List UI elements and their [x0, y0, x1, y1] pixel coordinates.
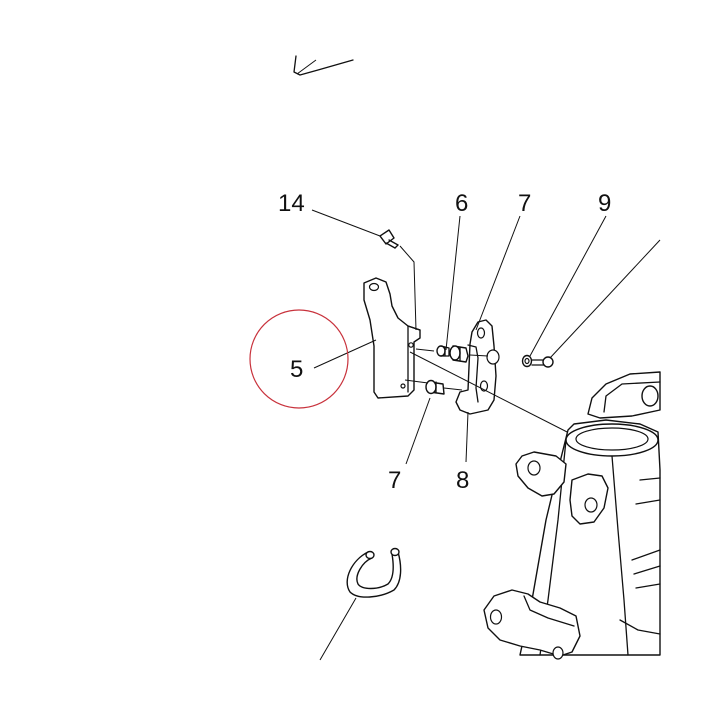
spacer-7-upper	[449, 345, 469, 363]
callout-8: 8	[456, 467, 469, 494]
bolt-14	[379, 229, 399, 249]
nut-6	[436, 345, 450, 357]
plate-8	[455, 319, 500, 415]
washer-9	[521, 354, 533, 368]
callout-6: 6	[455, 190, 468, 217]
leader-lines	[311, 209, 661, 661]
callout-14: 14	[278, 190, 305, 217]
callout-9: 9	[598, 190, 611, 217]
callout-7-bottom: 7	[388, 467, 401, 494]
screw-9	[531, 356, 554, 368]
housing-casting	[483, 371, 661, 660]
highlight-circle	[249, 309, 349, 409]
spring-clip	[346, 547, 402, 598]
bracket-5	[363, 277, 421, 399]
top-fragment	[293, 55, 354, 76]
callout-5: 5	[290, 356, 303, 383]
callout-7-top: 7	[518, 190, 531, 217]
assembly-lines	[399, 245, 576, 437]
spacer-7-lower	[425, 379, 445, 395]
